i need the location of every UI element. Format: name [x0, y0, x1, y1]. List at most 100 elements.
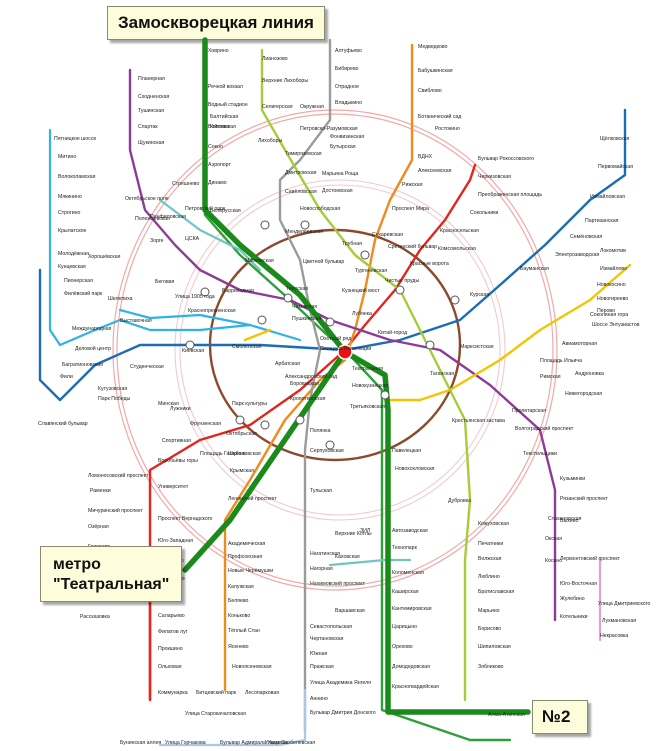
station-label-volokolamskaya: Волоколамская	[58, 174, 96, 180]
station-label-komsomolskaya: Комсомольская	[438, 246, 476, 252]
station-label-dinamo: Динамо	[208, 180, 227, 186]
station-label-novokosino: Новокосино	[597, 282, 626, 288]
station-label-dostoevskaya: Достоевская	[322, 188, 353, 194]
station-label-mezhdunarodnaya: Международная	[72, 326, 111, 332]
station-label-zyablikovo: Зябликово	[478, 664, 504, 670]
station-label-dmitrovskaya: Дмитровская	[285, 170, 317, 176]
station-label-profsoyuznaya: Профсоюзная	[228, 554, 262, 560]
station-label-nizhegorodskaya: Нижегородская	[565, 391, 602, 397]
station-label-studencheskaya: Студенческая	[130, 364, 164, 370]
transfer-node	[325, 440, 335, 450]
station-label-ploshchad-ilyicha: Площадь Ильича	[540, 358, 582, 364]
line-callout-text: Замоскворецкая линия	[118, 13, 314, 32]
teatralnaya-marker	[337, 344, 353, 360]
transfer-node	[295, 415, 305, 425]
station-label-alekseevskaya: Алексеевская	[418, 168, 452, 174]
station-label-tekhnopark: Технопарк	[392, 545, 418, 551]
station-label-preobrazhenskaya: Преображенская площадь	[478, 192, 542, 198]
station-label-verkhnie-kotly: Верхние Котлы	[335, 531, 372, 537]
station-label-volzhskaya: Волжская	[478, 556, 502, 562]
station-label-sokolniki: Сокольники	[470, 210, 498, 216]
kalininskaya-line	[388, 263, 632, 402]
station-label-pushkinskaya: Пушкинская	[292, 316, 321, 322]
station-label-noviye-cheryomushki: Новые Черёмушки	[228, 568, 273, 574]
station-label-prokshino: Прокшино	[158, 646, 183, 652]
station-label-shchyolkovskaya: Щёлковская	[600, 136, 630, 142]
station-label-yugo-zapadnaya: Юго-Западная	[158, 538, 193, 544]
station-label-botanichesky: Ботанический сад	[418, 113, 461, 120]
station-label-vystavochnaya: Выставочная	[120, 318, 152, 324]
station-label-novogireevo: Новогиреево	[597, 296, 628, 302]
station-label-kolomenskaya: Коломенская	[392, 570, 424, 576]
mck-ring-outer	[112, 109, 558, 591]
station-label-borisovo: Борисово	[478, 626, 501, 632]
station-label-streshnevo: Стрешнево	[172, 181, 200, 187]
station-label-mendeleevskaya: Менделеевская	[285, 229, 323, 235]
station-label-pervomayskaya: Первомайская	[598, 163, 633, 170]
station-label-altufyevo: Алтуфьево	[335, 48, 362, 54]
station-label-sokolinaya-gora: Соколиная гора	[590, 312, 628, 318]
station-label-vorobyovy-gory: Воробьёвы горы	[158, 458, 198, 464]
station-label-vykhino: Выхино	[560, 518, 579, 524]
station-label-lubyanka: Лубянка	[352, 311, 372, 317]
station-label-sevastopolskaya: Севастопольская	[310, 624, 352, 630]
station-label-cherkizovskaya: Черкизовская	[478, 174, 511, 180]
station-label-bittsevsky: Битцевский парк	[196, 689, 237, 696]
station-label-spartak: Спартак	[138, 124, 158, 130]
station-label-prospekt-vernadskogo: Проспект Вернадского	[158, 516, 213, 522]
station-label-kozhukhovskaya: Кожуховская	[478, 521, 509, 527]
station-label-nagatinskaya: Нагатинская	[310, 551, 340, 557]
station-label-shosse-entuziastov: Шоссе Энтузиастов	[592, 322, 640, 328]
station-label-trubnaya: Трубная	[342, 241, 362, 247]
station-label-kuznetsky-most: Кузнецкий мост	[342, 287, 380, 294]
station-label-kievskaya: Киевская	[182, 348, 204, 354]
station-label-myakinino: Мякинино	[58, 194, 82, 200]
station-label-vodny: Водный стадион	[208, 101, 248, 108]
station-label-shchukinskaya: Щукинская	[138, 140, 164, 146]
station-label-domodedovskaya: Домодедовская	[392, 664, 430, 670]
station-label-varshavskaya: Варшавская	[335, 608, 365, 614]
station-label-buninskaya: Бунинская аллея	[120, 740, 161, 746]
highlight-route-north	[202, 37, 348, 355]
station-label-koptevo: Коптево	[210, 124, 230, 130]
kalininskaya-west	[243, 328, 272, 342]
station-label-prazhskaya: Пражская	[310, 664, 334, 670]
station-label-ozyornaya: Озёрная	[88, 524, 109, 530]
transfer-node	[300, 220, 310, 230]
station-label-begovaya: Беговая	[155, 279, 175, 285]
station-label-tsska: ЦСКА	[185, 236, 200, 242]
station-label-verkhnie-likhobory: Верхние Лихоборы	[262, 78, 308, 84]
station-label-ploshchad-gagarina: Площадь Гагарина	[200, 451, 246, 457]
station-label-slavyansky: Славянский бульвар	[38, 420, 88, 427]
station-label-sokol: Сокол	[208, 144, 223, 150]
station-label-ramenki: Раменки	[90, 488, 111, 494]
station-label-lianozovo: Лианозово	[262, 56, 288, 62]
station-label-kaluzhskaya: Калужская	[228, 584, 254, 590]
bkl-line-north	[158, 198, 262, 272]
highlight-route-south	[342, 349, 531, 715]
station-label-lesoparkovaya: Лесопарковая	[245, 690, 279, 696]
station-label-aviamotornaya: Авиамоторная	[562, 341, 597, 347]
station-label-vasilevsky: Петровский парк	[185, 205, 226, 212]
arbatsko-pokrovskaya-line	[38, 108, 627, 402]
station-label-babushkinskaya: Бабушкинская	[418, 68, 453, 74]
ring-mcd-inner	[179, 184, 501, 516]
station-label-shabolovskaya: Шаболовская	[228, 451, 261, 457]
station-label-novoyasenevskaya: Новоясеневская	[232, 664, 272, 670]
station-label-molodyozhnaya: Молодёжная	[58, 251, 89, 257]
station-label-leninsky: Ленинский проспект	[228, 495, 277, 502]
number-callout: №2	[532, 700, 588, 734]
station-label-krymskaya: Крымская	[230, 468, 254, 474]
station-label-paveletskaya: Павелецкая	[392, 448, 421, 454]
transfer-node	[395, 285, 405, 295]
station-label-kuzminki: Кузьминки	[560, 476, 585, 482]
station-label-novoslobodskaya: Новослободская	[300, 206, 340, 212]
station-label-yuzhnaya: Южная	[310, 651, 327, 657]
station-label-tyoply-stan: Тёплый Стан	[228, 627, 260, 634]
station-label-teatralnaya: Театральная	[352, 366, 383, 372]
station-label-izmaylovskaya: Измайловская	[590, 193, 625, 200]
station-label-ulitsa-gorchakova: Улица Горчакова	[165, 740, 206, 746]
pointer-to-teatralnaya	[182, 349, 348, 573]
station-label-butyrskaya: Бутырская	[330, 144, 356, 150]
